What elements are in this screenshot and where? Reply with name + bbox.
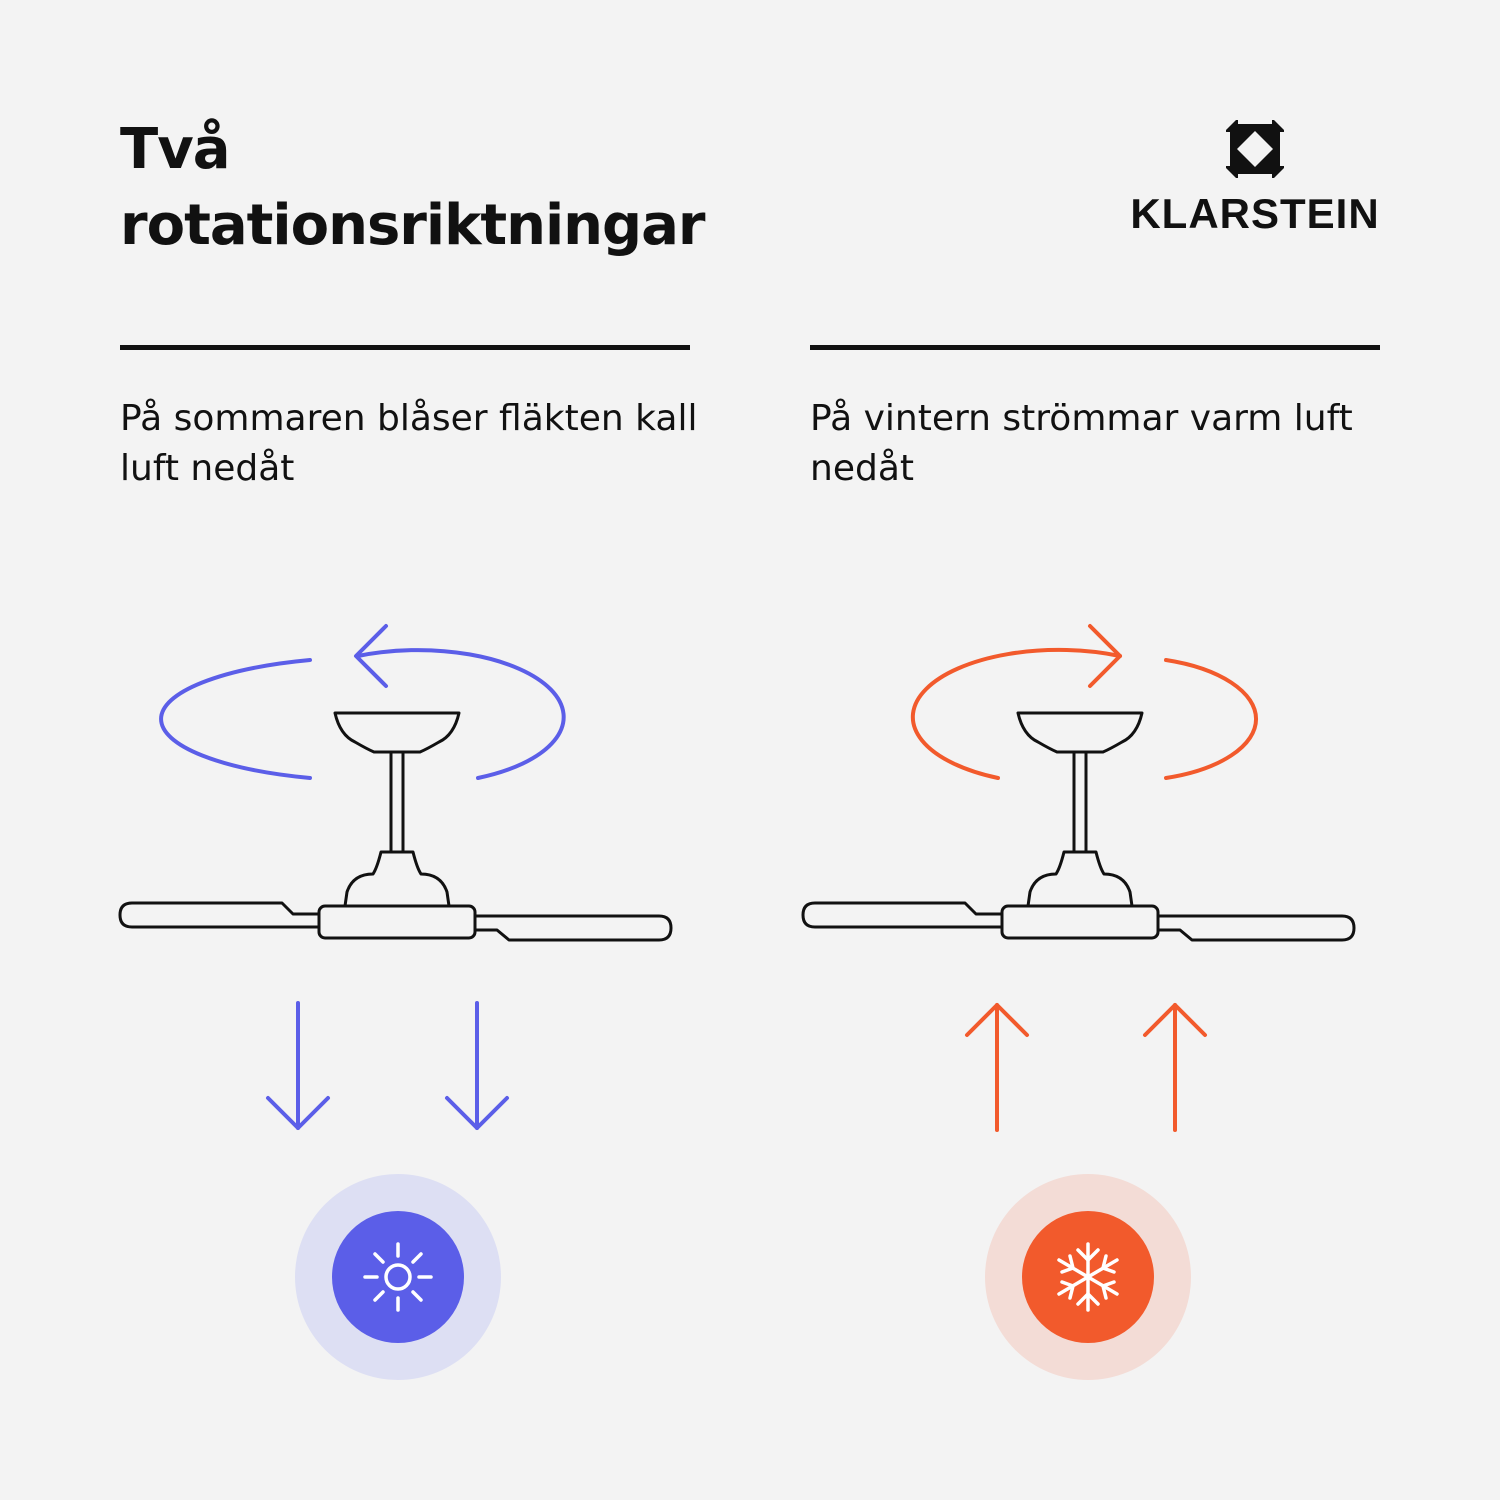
brand-name: KLARSTEIN [1130, 190, 1380, 237]
page-title: Två rotationsriktningar [120, 112, 706, 264]
sun-icon [363, 1242, 433, 1312]
summer-airflow-arrows [266, 1001, 509, 1130]
title-line-2: rotationsriktningar [120, 193, 706, 258]
summer-rotation-arrow [159, 624, 566, 780]
summer-ceiling-fan [118, 711, 673, 942]
klarstein-logo-icon [1224, 118, 1286, 180]
summer-diagram [118, 624, 673, 1380]
summer-caption: På sommaren blåser fläkten kall luft ned… [120, 398, 698, 489]
winter-rotation-arrow [910, 624, 1258, 780]
divider-left [120, 345, 690, 350]
snowflake-icon [1057, 1242, 1119, 1312]
winter-airflow-arrows [965, 1003, 1207, 1132]
divider-right [810, 345, 1380, 350]
winter-ceiling-fan [801, 711, 1356, 942]
brand: KLARSTEIN [1110, 118, 1400, 238]
winter-caption: På vintern strömmar varm luft nedåt [810, 398, 1353, 489]
winter-diagram [801, 624, 1356, 1380]
summer-icon-badge [332, 1211, 464, 1343]
title-line-1: Två [120, 117, 230, 182]
